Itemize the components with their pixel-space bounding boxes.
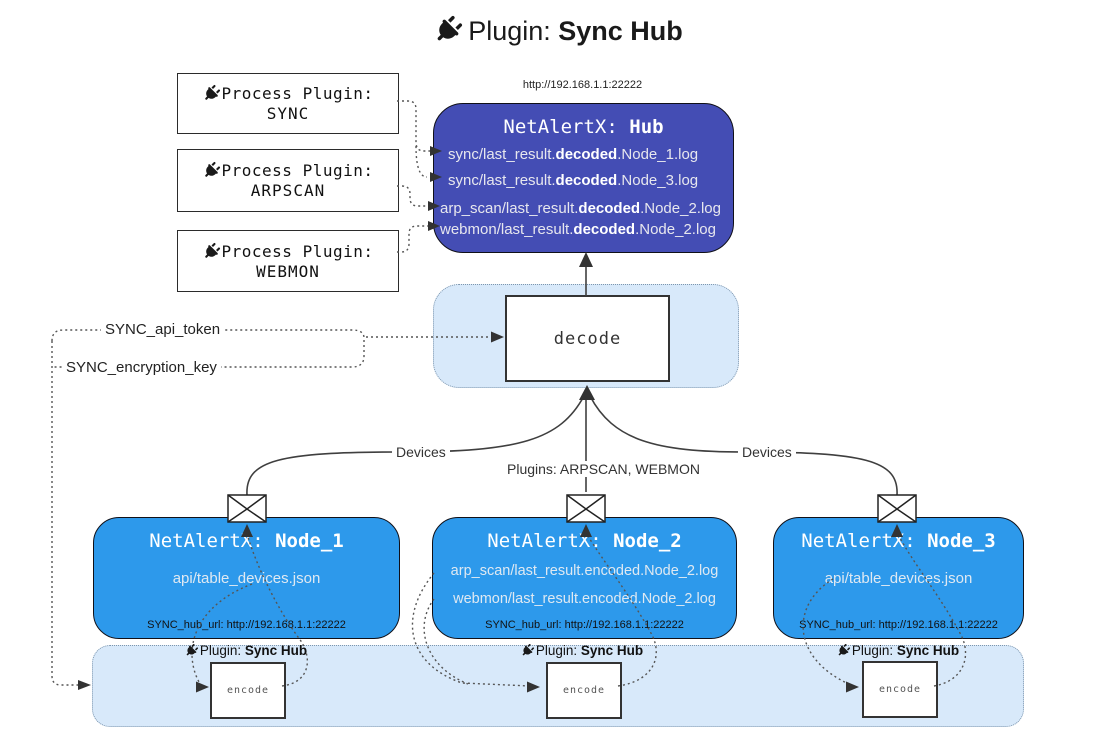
devices-right-label: Devices — [738, 444, 796, 460]
arrowhead — [579, 252, 593, 267]
node-file: api/table_devices.json — [172, 570, 321, 587]
process-plugin-name: SYNC — [266, 104, 310, 123]
sync-encryption-key-label: SYNC_encryption_key — [62, 359, 221, 376]
encode-box: encode — [862, 661, 938, 718]
process-plugin-label-text: Process Plugin: — [221, 84, 374, 103]
node-title: NetAlertX: Node_3 — [801, 530, 996, 552]
encode-box: encode — [546, 662, 622, 719]
arpscan-to-hub-line — [397, 185, 428, 207]
hub-log-line: arp_scan/last_result.decoded.Node_2.log — [440, 200, 721, 217]
process-plugin-webmon-box: Process Plugin: WEBMON — [177, 230, 399, 292]
node-hub-url: SYNC_hub_url: http://192.168.1.1:22222 — [799, 619, 998, 631]
hub-log-line: sync/last_result.decoded.Node_1.log — [448, 146, 699, 163]
hub-title-prefix: NetAlertX: — [503, 116, 630, 138]
hub-log-line: sync/last_result.decoded.Node_3.log — [448, 172, 699, 189]
node-1-box: NetAlertX: Node_1 api/table_devices.json… — [93, 517, 400, 639]
encryption-key-down-line — [51, 341, 80, 686]
plug-icon — [204, 242, 220, 258]
node-title: NetAlertX: Node_1 — [149, 530, 344, 552]
process-plugin-label: Process Plugin: — [203, 84, 374, 103]
arrowhead — [78, 680, 91, 690]
node-3-box: NetAlertX: Node_3 api/table_devices.json… — [773, 517, 1024, 639]
hub-title-name: Hub — [629, 116, 664, 138]
hub-log-line: webmon/last_result.decoded.Node_2.log — [440, 221, 716, 238]
page-title-prefix: Plugin: — [468, 16, 559, 46]
node-hub-url: SYNC_hub_url: http://192.168.1.1:22222 — [485, 619, 684, 631]
node-file: arp_scan/last_result.encoded.Node_2.log — [450, 563, 719, 579]
hub-box: NetAlertX: Hub sync/last_result.decoded.… — [433, 103, 734, 253]
devices-left-label: Devices — [392, 444, 450, 460]
plug-icon — [186, 643, 198, 656]
process-plugin-label-text: Process Plugin: — [221, 241, 374, 261]
webmon-to-hub-line — [397, 225, 428, 253]
encoder-plugin-label: Plugin: Sync Hub — [818, 643, 978, 658]
process-plugin-label: Process Plugin: — [203, 242, 374, 261]
encoder-plugin-label: Plugin: Sync Hub — [502, 643, 662, 658]
plug-icon — [522, 643, 534, 656]
plug-icon — [204, 84, 220, 100]
encoder-plugin-label: Plugin: Sync Hub — [166, 643, 326, 658]
sync-to-hub-line2 — [415, 145, 428, 178]
process-plugin-label-text: Process Plugin: — [221, 161, 374, 180]
process-plugin-name: WEBMON — [256, 261, 320, 281]
process-plugin-arpscan-box: Process Plugin: ARPSCAN — [177, 149, 399, 212]
hub-url-label: http://192.168.1.1:22222 — [522, 79, 643, 91]
plug-icon — [437, 15, 463, 41]
plugins-mid-label: Plugins: ARPSCAN, WEBMON — [503, 461, 704, 477]
plug-icon — [838, 643, 850, 656]
node-title: NetAlertX: Node_2 — [487, 530, 682, 552]
node-file: api/table_devices.json — [824, 570, 973, 587]
node-file: webmon/last_result.encoded.Node_2.log — [453, 591, 716, 607]
decode-box: decode — [505, 295, 670, 382]
plug-icon — [204, 161, 220, 177]
process-plugin-sync-box: Process Plugin: SYNC — [177, 73, 399, 134]
page-title: Plugin: Sync Hub — [0, 15, 1117, 47]
sync-to-hub-line1 — [397, 100, 430, 152]
process-plugin-name: ARPSCAN — [250, 181, 326, 200]
node-2-box: NetAlertX: Node_2 arp_scan/last_result.e… — [432, 517, 737, 639]
process-plugin-label: Process Plugin: — [203, 161, 374, 180]
node-hub-url: SYNC_hub_url: http://192.168.1.1:22222 — [147, 619, 346, 631]
hub-title: NetAlertX: Hub — [434, 116, 733, 138]
encode-box: encode — [210, 662, 286, 719]
page-title-name: Sync Hub — [558, 16, 683, 46]
sync-api-token-label: SYNC_api_token — [101, 321, 225, 338]
